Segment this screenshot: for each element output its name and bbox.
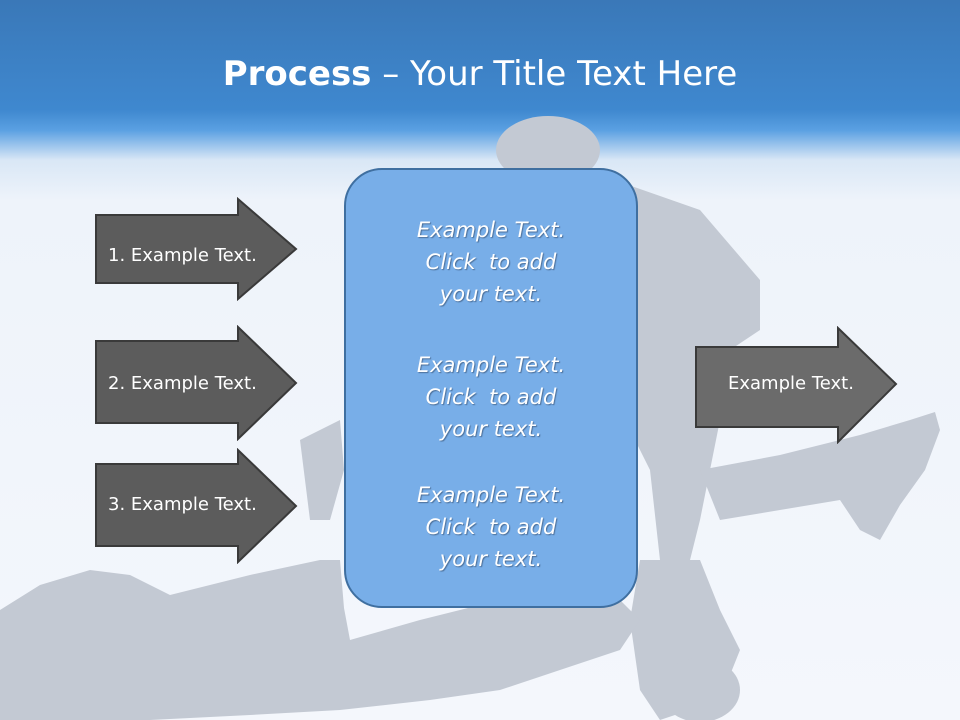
left-arrow-1[interactable] xyxy=(94,197,300,301)
center-text-block-3: Example Text. Click to add your text. xyxy=(346,479,636,575)
left-arrow-3[interactable] xyxy=(94,448,300,564)
center-text-block-2: Example Text. Click to add your text. xyxy=(346,349,636,445)
center-text-box[interactable]: Example Text. Click to add your text. Ex… xyxy=(344,168,638,608)
block-1-line-3: your text. xyxy=(439,282,543,306)
left-arrow-3-label: 3. Example Text. xyxy=(108,494,257,515)
right-arrow-label: Example Text. xyxy=(728,373,854,394)
block-1-line-2: Click to add xyxy=(425,250,557,274)
center-text-block-1: Example Text. Click to add your text. xyxy=(346,214,636,310)
left-arrow-1-label: 1. Example Text. xyxy=(108,245,257,266)
right-arrow[interactable] xyxy=(694,326,900,444)
block-1-line-1: Example Text. xyxy=(416,218,566,242)
block-2-line-3: your text. xyxy=(439,417,543,441)
title-bold: Process xyxy=(222,54,372,94)
block-2-line-2: Click to add xyxy=(425,385,557,409)
block-3-line-2: Click to add xyxy=(425,515,557,539)
block-2-line-1: Example Text. xyxy=(416,353,566,377)
slide-title[interactable]: Process – Your Title Text Here xyxy=(0,52,960,96)
left-arrow-2-label: 2. Example Text. xyxy=(108,373,257,394)
title-rest: – Your Title Text Here xyxy=(371,54,738,94)
block-3-line-3: your text. xyxy=(439,547,543,571)
block-3-line-1: Example Text. xyxy=(416,483,566,507)
left-arrow-2[interactable] xyxy=(94,325,300,441)
